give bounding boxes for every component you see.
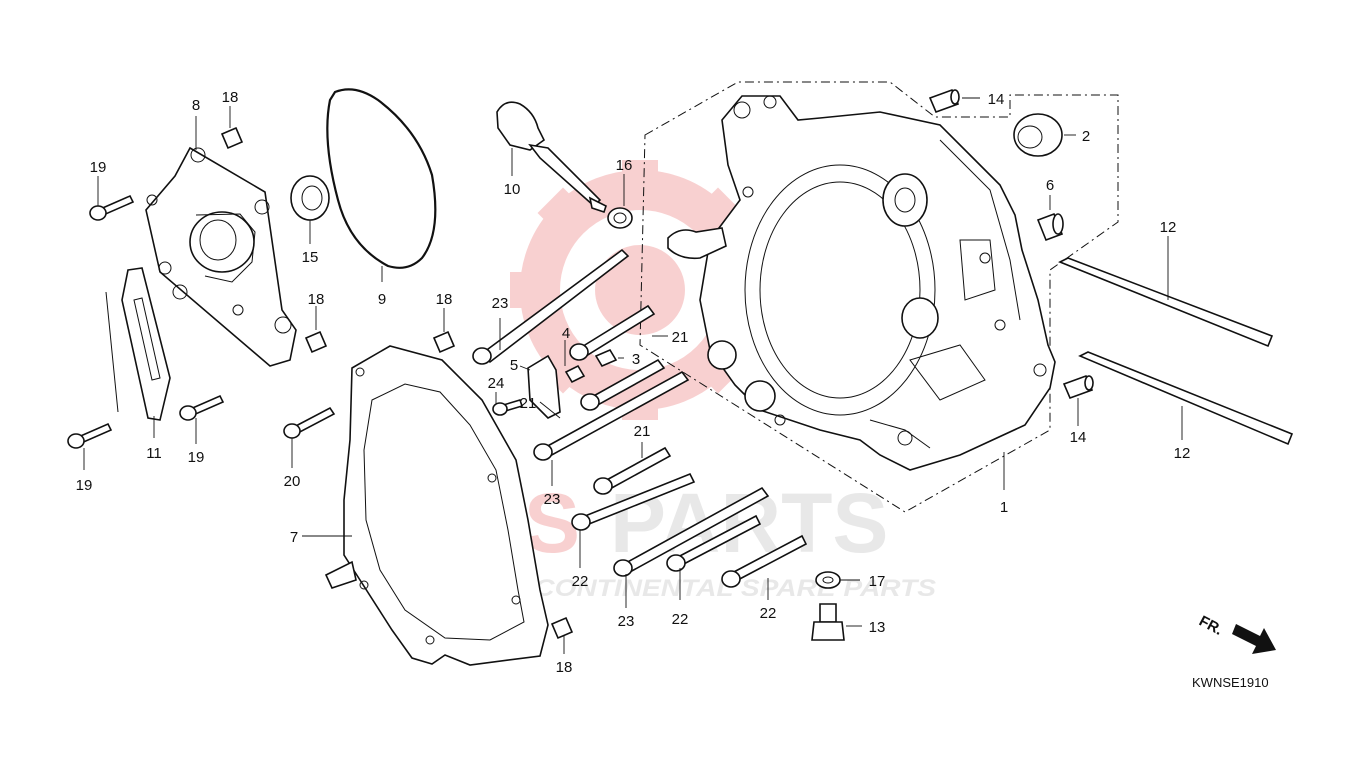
callout-14-bottom: 14 <box>1070 429 1087 446</box>
bolt-21-mid <box>580 358 666 411</box>
bolt-19-mid <box>179 394 225 421</box>
callout-16: 16 <box>616 157 633 174</box>
bolt-19-top <box>89 194 135 221</box>
part-18-dowel-b <box>304 330 328 354</box>
callout-18-b: 18 <box>308 291 325 308</box>
callout-3: 3 <box>632 351 640 368</box>
diagram-code: KWNSE1910 <box>1192 675 1269 690</box>
callout-22-c: 22 <box>760 605 777 622</box>
bolt-21-lower <box>593 446 672 495</box>
part-14-dowel-top <box>928 88 960 114</box>
part-6-collar <box>1036 212 1064 242</box>
part-12-stud-upper <box>1058 257 1274 348</box>
callout-13: 13 <box>869 619 886 636</box>
part-3-plunger <box>594 348 618 368</box>
callout-4: 4 <box>562 325 570 342</box>
bolt-24 <box>492 399 524 416</box>
leader-lines <box>83 97 1183 654</box>
callout-14-top: 14 <box>988 91 1005 108</box>
bolt-22-c <box>721 534 808 588</box>
part-14-dowel-bottom <box>1062 374 1094 400</box>
bolt-23-mid <box>533 370 690 461</box>
callout-17: 17 <box>869 573 886 590</box>
part-7-gasket <box>324 345 549 666</box>
part-12-stud-lower <box>1078 351 1294 446</box>
callout-23-low: 23 <box>618 613 635 630</box>
part-2-bearing <box>1013 113 1063 157</box>
front-label: FR. <box>1196 613 1225 639</box>
callout-22-b: 22 <box>672 611 689 628</box>
callout-18-a: 18 <box>222 89 239 106</box>
callout-19-low: 19 <box>76 477 93 494</box>
bolt-22-a <box>571 472 696 531</box>
bolt-21-upper <box>569 304 656 361</box>
callout-12-lower: 12 <box>1174 445 1191 462</box>
callout-23-top: 23 <box>492 295 509 312</box>
bolt-20 <box>283 406 336 439</box>
part-13-drain-bolt <box>811 603 845 641</box>
bolt-22-b <box>666 514 762 572</box>
callout-2: 2 <box>1082 128 1090 145</box>
part-4-spring <box>564 364 586 384</box>
part-16-washer <box>607 207 633 229</box>
callout-21-lower: 21 <box>634 423 651 440</box>
callout-12-upper: 12 <box>1160 219 1177 236</box>
callout-7: 7 <box>290 529 298 546</box>
part-17-washer <box>815 571 841 589</box>
bolt-23-low <box>613 486 770 577</box>
part-5-plate <box>527 354 561 419</box>
callout-19-top: 19 <box>90 159 107 176</box>
part-10-dipstick <box>496 101 607 214</box>
callout-18-d: 18 <box>556 659 573 676</box>
callout-20: 20 <box>284 473 301 490</box>
part-18-dowel-d <box>550 616 574 640</box>
part-9-oring <box>326 88 437 269</box>
callout-labels: 1 2 3 4 5 6 7 8 9 10 11 12 12 13 14 14 1… <box>76 89 1191 676</box>
callout-9: 9 <box>378 291 386 308</box>
front-direction-indicator: FR. <box>1196 613 1276 654</box>
front-arrow-icon <box>1232 624 1276 654</box>
callout-22-a: 22 <box>572 573 589 590</box>
callout-15: 15 <box>302 249 319 266</box>
callout-6: 6 <box>1046 177 1054 194</box>
callout-18-c: 18 <box>436 291 453 308</box>
callout-11: 11 <box>146 445 162 462</box>
assembly-dashed-outline <box>639 81 1119 513</box>
callout-21-upper: 21 <box>672 329 689 346</box>
part-18-dowel-a <box>220 126 244 150</box>
callout-8: 8 <box>192 97 200 114</box>
callout-24: 24 <box>488 375 505 392</box>
callout-10: 10 <box>504 181 521 198</box>
callout-19-mid: 19 <box>188 449 205 466</box>
part-8-plate <box>145 146 297 367</box>
bolt-23-top <box>472 248 630 365</box>
bolt-19-low <box>67 422 113 449</box>
part-11-bracket <box>105 267 171 421</box>
callout-5: 5 <box>510 357 518 374</box>
part-18-dowel-c <box>432 330 456 354</box>
callout-21-mid: 21 <box>520 395 537 412</box>
callout-1: 1 <box>1000 499 1008 516</box>
part-1-crankcase <box>667 95 1056 471</box>
callout-23-mid: 23 <box>544 491 561 508</box>
part-15-oil-seal <box>290 175 330 221</box>
